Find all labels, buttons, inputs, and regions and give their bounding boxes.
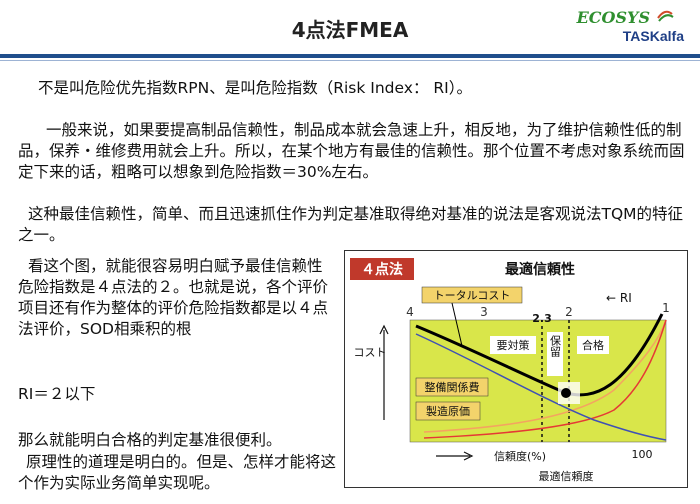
scale-label-4: 4 bbox=[406, 305, 414, 319]
paragraph-judgement: 那么就能明白合格的判定基准很便利。 bbox=[18, 431, 282, 449]
region-label-bg-2 bbox=[547, 332, 563, 376]
logo-swirl-icon bbox=[657, 10, 674, 22]
region-label-action: 要対策 bbox=[497, 338, 530, 352]
intro-line: 不是叫危险优先指数RPN、是叫危险指数（Risk Index： RI）。 bbox=[38, 79, 472, 97]
paragraph-tqm: 这种最佳信赖性，简单、而且迅速抓住作为判定基准取得绝对基准的说法是客观说法TQM… bbox=[18, 205, 684, 244]
chart-badge-bg bbox=[350, 258, 414, 280]
region-label-bg-3 bbox=[577, 336, 609, 354]
series-label-bg-maintenance bbox=[415, 377, 489, 397]
logo-taskalfa-text: TASKalfa bbox=[622, 28, 684, 44]
y-axis-label: コスト bbox=[354, 346, 387, 359]
region-label-hold: 保留 bbox=[549, 334, 562, 358]
chart-badge: ４点法 bbox=[361, 261, 403, 278]
ri-curve bbox=[423, 319, 667, 433]
series-label-manufacturing: 製造原価 bbox=[426, 404, 470, 418]
scale-label-1: 1 bbox=[662, 301, 670, 315]
region-label-pass: 合格 bbox=[582, 338, 604, 352]
scale-label-2: 2 bbox=[565, 305, 573, 319]
slide-title: 4点法FMEA bbox=[291, 18, 409, 42]
header-rule-thin bbox=[0, 60, 700, 61]
scale-label-3: 3 bbox=[480, 305, 488, 319]
company-logo: ECOSYS TASKalfa bbox=[576, 6, 690, 46]
paragraph-question: 原理性的道理是明白的。但是、怎样才能将这个作为实际业务简单实现呢。 bbox=[18, 453, 337, 492]
total-cost-pointer bbox=[451, 302, 463, 347]
series-label-bg-manufacturing bbox=[415, 401, 481, 421]
optimal-reliability-chart: ４点法 最適信頼性 4 3 2.3 2 1 ← RI トータルコスト 要対策 保… bbox=[344, 250, 688, 488]
header-rule bbox=[0, 54, 700, 58]
chart-title: 最適信頼性 bbox=[505, 261, 575, 278]
paragraph-optimal-reliability: 一般来说，如果要提高制品信赖性，制品成本就会急速上升，相反地，为了维护信赖性低的… bbox=[18, 121, 685, 181]
total-cost-label-bg bbox=[421, 286, 523, 304]
total-cost-label: トータルコスト bbox=[434, 289, 511, 302]
scale-label-2-3: 2.3 bbox=[532, 312, 552, 325]
paragraph-figure-explanation: 看这个图，就能很容易明白赋予最佳信赖性危险指数是４点法的２。也就是说，各个评价项… bbox=[18, 257, 329, 338]
x-axis-label: 信頼度(%) bbox=[494, 449, 546, 463]
chart-svg: ４点法 最適信頼性 4 3 2.3 2 1 ← RI トータルコスト 要対策 保… bbox=[344, 250, 688, 488]
ri-label: ← RI bbox=[606, 291, 632, 305]
ri-criterion: RI＝２以下 bbox=[18, 385, 96, 403]
optimum-point bbox=[561, 388, 571, 398]
region-label-bg-1 bbox=[490, 336, 536, 354]
x-axis-arrowhead-icon bbox=[463, 451, 474, 461]
y-axis-arrowhead-icon bbox=[379, 324, 389, 335]
x-axis-optimum-label: 最適信頼度 bbox=[539, 469, 594, 483]
x-axis-max-label: 100 bbox=[632, 448, 653, 461]
series-label-maintenance: 整備関係費 bbox=[425, 380, 480, 394]
logo-ecosys-text: ECOSYS bbox=[576, 8, 650, 27]
manufacturing-cost-curve bbox=[423, 319, 667, 439]
maintenance-cost-curve bbox=[415, 333, 667, 441]
